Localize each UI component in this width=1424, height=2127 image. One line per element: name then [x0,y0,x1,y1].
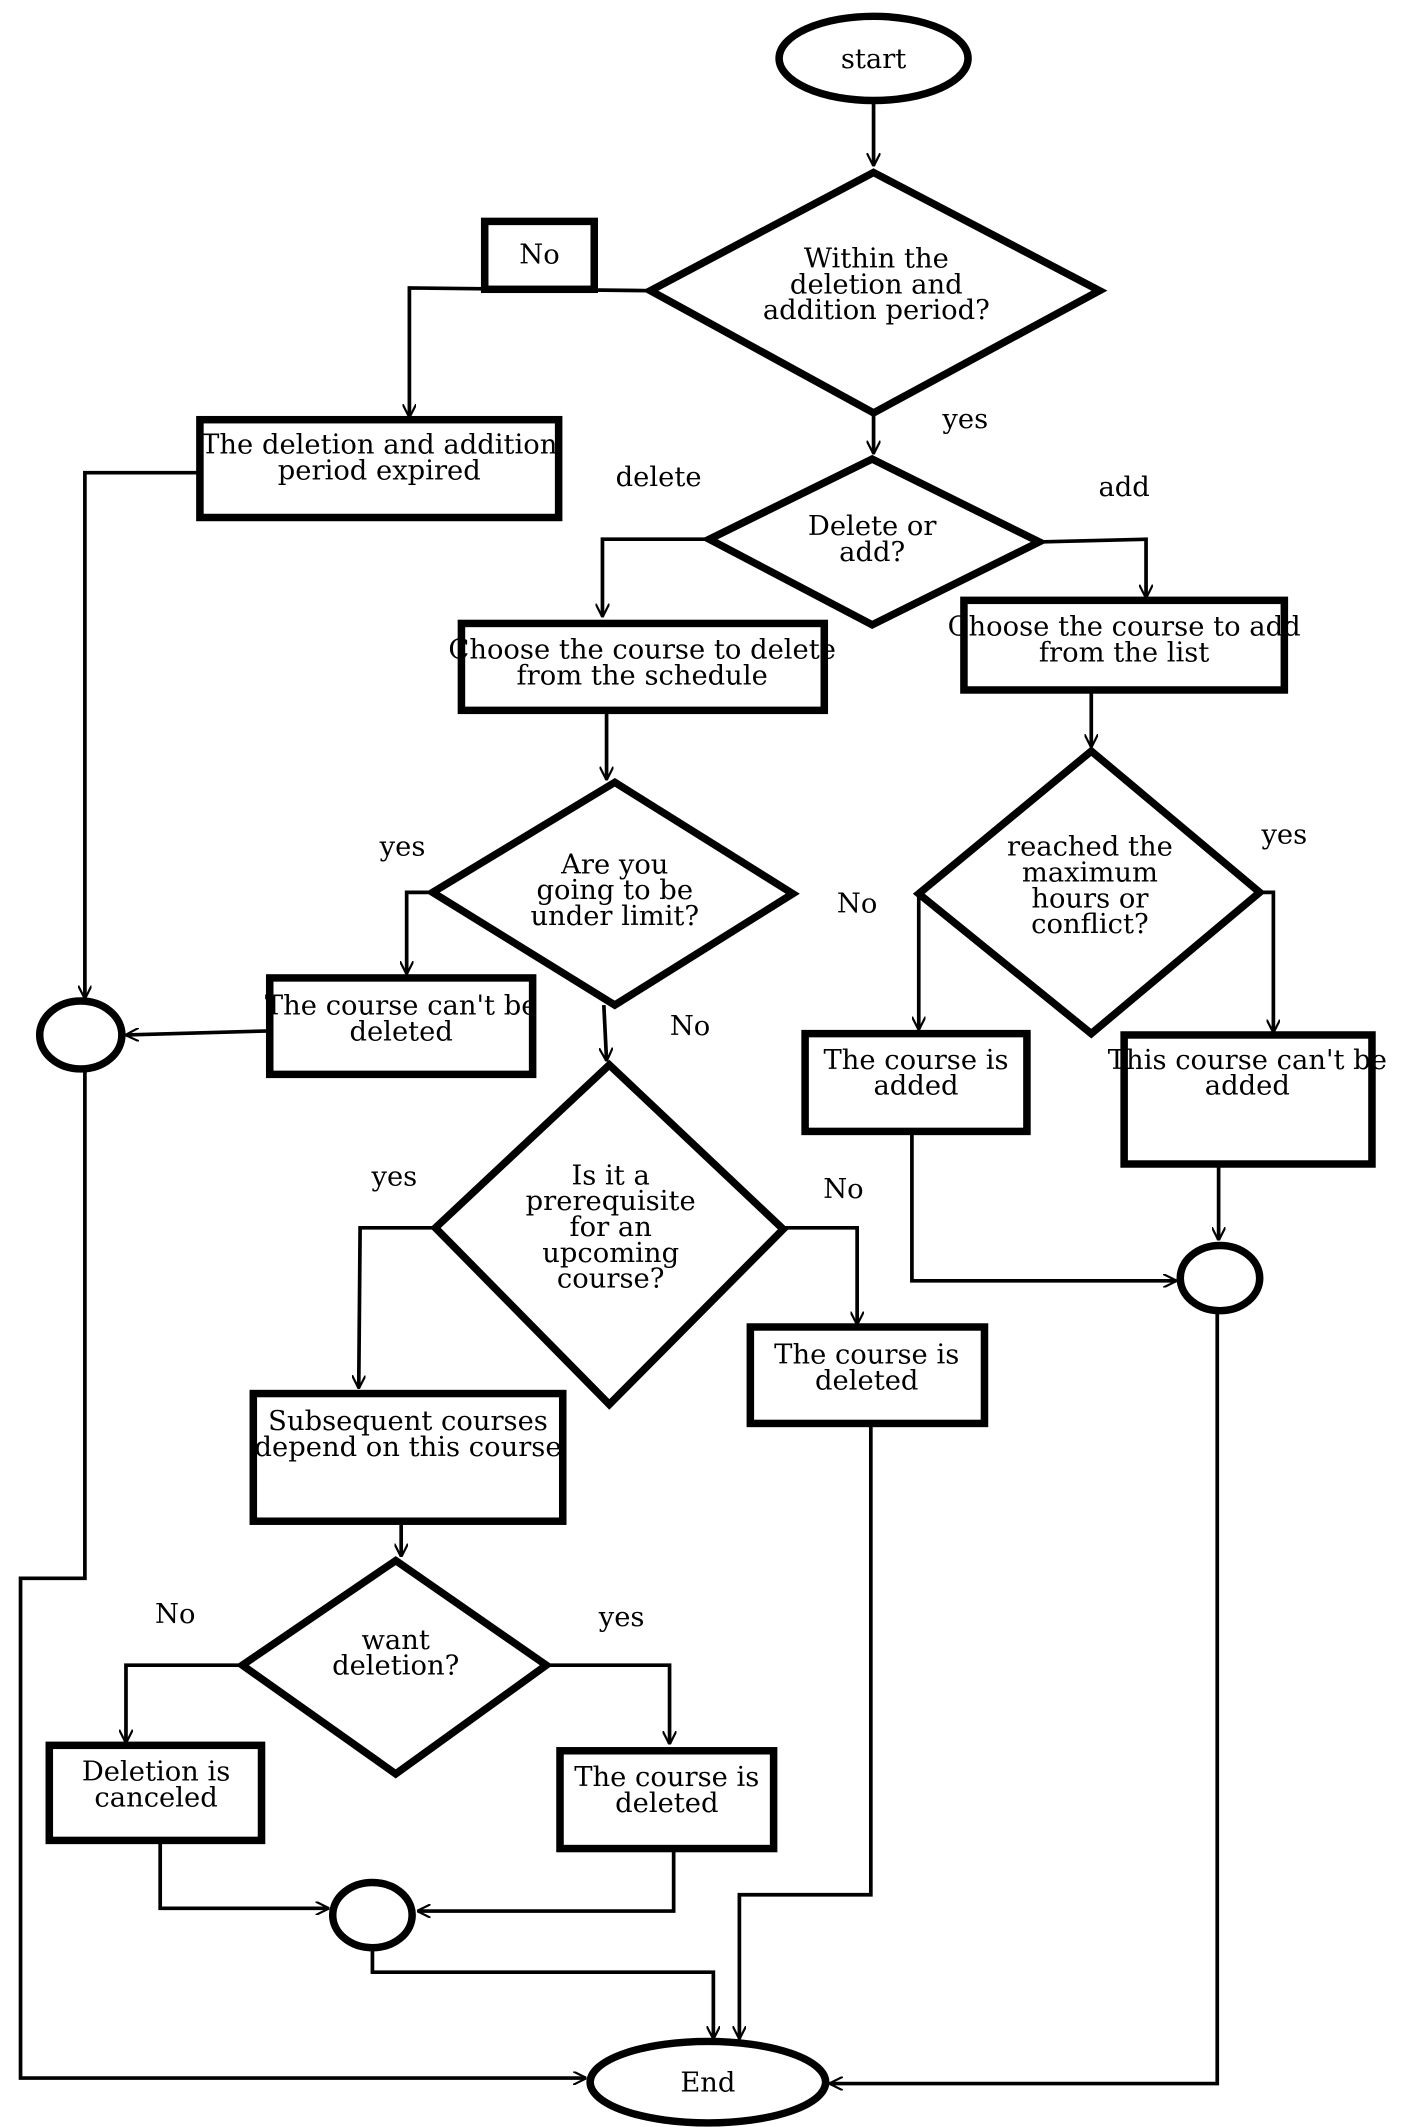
no-box-label: No [519,240,559,271]
edge-label-no-want: No [155,1599,195,1630]
end-label: End [680,2068,735,2099]
edge-label-add: add [1098,472,1149,503]
left-merge-connector [35,997,126,1073]
edge-under-limit-to-cant-delete [407,890,433,973]
edge-course-added-to-right-merge [910,1132,1176,1281]
edge-delete-or-add-to-choose-delete [602,537,710,616]
start-node: start [775,12,972,105]
edge-right-merge-to-end [830,1310,1220,2084]
edge-label-delete: delete [616,462,702,493]
edge-within-to-expired [409,286,651,417]
edge-left-merge-to-end [18,1071,586,2078]
edge-canceled-to-bottom-merge [158,1841,328,1909]
edge-label-yes-limit: yes [379,832,426,863]
edge-cant-delete-to-left-merge [126,1031,270,1035]
start-label: start [841,44,907,75]
edge-want-deletion-to-canceled [126,1663,243,1742]
edge-delete-or-add-to-choose-add [1039,537,1146,597]
edge-label-no-max: No [837,889,877,920]
connectors [18,101,1274,2084]
edge-deleted-to-bottom-merge [418,1849,676,1911]
edge-prerequisite-to-deleted [783,1226,857,1324]
bottom-merge-connector [328,1878,416,1952]
edge-label-yes-period: yes [941,404,988,435]
edge-labels: yes delete add yes No No yes yes No No y… [155,404,1307,1633]
no-box: No [480,217,599,294]
right-merge-connector [1176,1241,1264,1315]
edge-want-deletion-to-deleted [546,1663,669,1744]
edge-label-yes-max: yes [1260,820,1307,851]
edge-expired-to-left-merge [85,470,200,999]
edge-under-limit-to-prerequisite [604,1005,607,1061]
edge-label-yes-prereq: yes [370,1162,417,1193]
end-node: End [586,2037,830,2127]
edge-reached-max-to-cant-add [1259,890,1274,1032]
edge-bottom-merge-to-end [370,1949,713,2039]
edge-deleted-1-to-end [739,1424,873,2039]
edge-prerequisite-to-subsequent [359,1226,436,1388]
edge-label-no-limit: No [670,1011,710,1042]
edge-label-no-prereq: No [823,1174,863,1205]
edge-label-yes-want: yes [598,1602,645,1633]
